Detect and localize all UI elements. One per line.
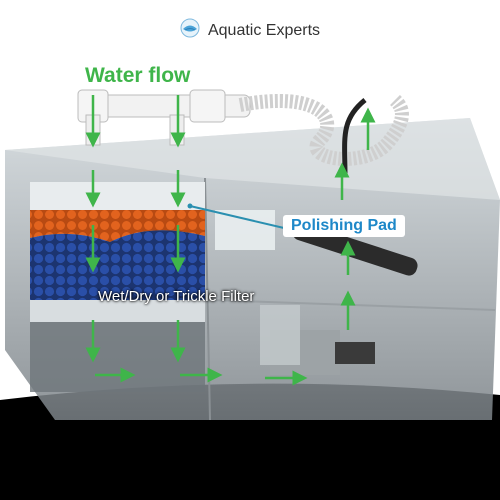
blue-bio-balls <box>30 230 205 300</box>
corrugated-hose <box>238 94 409 166</box>
brand-header: Aquatic Experts <box>0 18 500 43</box>
polishing-pad-pointer <box>189 205 285 229</box>
aquatic-experts-logo-icon <box>180 18 200 43</box>
orange-bio-balls <box>30 210 205 242</box>
trickle-filter-label: Wet/Dry or Trickle Filter <box>98 288 255 305</box>
white-base-layer <box>30 300 205 322</box>
brand-name: Aquatic Experts <box>207 21 321 39</box>
flow-arrows <box>85 95 376 386</box>
polishing-pad <box>215 210 275 250</box>
polishing-pad-label: Polishing Pad <box>283 215 405 237</box>
water-flow-label: Water flow <box>85 64 191 87</box>
